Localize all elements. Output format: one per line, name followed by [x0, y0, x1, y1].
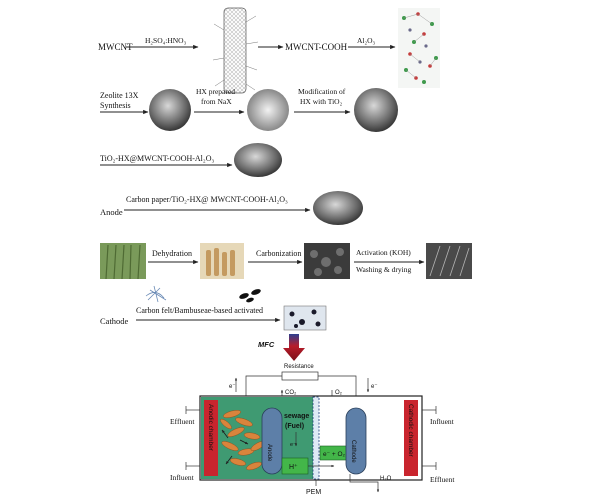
cathode-electrode	[345, 407, 367, 475]
label-synthesis: Synthesis	[100, 101, 131, 110]
label-h2o: H₂O	[380, 476, 392, 482]
label-carbonization: Carbonization	[256, 249, 301, 258]
label-o2: O₂	[335, 390, 343, 396]
label-electron-right: e⁻	[371, 384, 378, 390]
image-hx-sem	[247, 89, 289, 131]
right-pipes: Influent Effluent	[422, 406, 455, 484]
label-mfc: MFC	[258, 340, 275, 349]
row-zeolite: Zeolite 13X Synthesis HX prepared from N…	[100, 87, 398, 132]
label-hx-tio2: HX with TiO₂	[300, 97, 343, 106]
label-effluent-right: Effluent	[430, 475, 455, 484]
carbonized-pieces	[310, 248, 344, 276]
mfc-down-arrow	[283, 334, 305, 361]
row-mwcnt: MWCNT H₂SO₄:HNO₃ MWCNT-COOH Al₂O₃	[98, 7, 440, 94]
bamboo-stalks	[105, 244, 141, 280]
label-resistance: Resistance	[284, 364, 314, 370]
label-zeolite: Zeolite 13X	[100, 91, 139, 100]
activated-carbon-texture	[429, 245, 470, 277]
row-cathode: Carbon felt/Bambuseae-based activated Ca…	[100, 285, 327, 331]
label-sewage: sewage	[284, 413, 309, 420]
image-cathode-electrode	[283, 305, 327, 331]
label-cathodic-chamber: Cathodic chamber	[407, 404, 414, 458]
image-zeolite-sem	[149, 89, 191, 131]
image-anode-sem	[313, 191, 363, 225]
bacteria-biofilm	[220, 410, 266, 471]
resistor	[281, 371, 319, 381]
row-bamboo: Dehydration Carbonization Activation (KO…	[100, 243, 472, 280]
label-anode-electrode: Anode	[266, 444, 272, 462]
label-mwcnt: MWCNT	[98, 42, 133, 52]
dried-bamboo-pieces	[206, 248, 235, 276]
label-cathode: Cathode	[100, 316, 129, 326]
label-acid-mixture: H₂SO₄:HNO₃	[145, 36, 187, 45]
image-crystal-structure	[398, 8, 440, 88]
label-electron-anode: e⁻	[290, 442, 296, 448]
label-modification: Modification of	[298, 87, 346, 96]
label-dehydration: Dehydration	[152, 249, 192, 258]
bacteria-arrows	[221, 429, 249, 465]
left-pipes: Effluent Influent	[170, 406, 200, 482]
image-carbon-felt-fibers	[145, 285, 167, 303]
label-cathode-composite: Carbon felt/Bambuseae-based activated	[136, 306, 263, 315]
label-h-plus: H⁺	[289, 463, 298, 471]
image-nanotube	[212, 7, 259, 94]
label-reaction: e⁻ + O₂	[323, 451, 346, 458]
label-anode-composite: Carbon paper/TiO₂-HX@ MWCNT-COOH-Al₂O₃	[126, 195, 288, 204]
label-washing: Washing & drying	[356, 265, 411, 274]
image-activated-particles	[239, 289, 261, 303]
label-co2: CO₂	[285, 390, 297, 396]
label-anode: Anode	[100, 207, 123, 217]
mfc-section: MFC Resistance e⁻ e⁻ CO₂ O₂ Anodic chamb…	[170, 334, 455, 496]
label-electron-left: e⁻	[229, 384, 236, 390]
anodic-chamber-strip	[204, 400, 218, 476]
label-fuel: (Fuel)	[285, 423, 304, 430]
row-composite: TiO₂-HX@MWCNT-COOH-Al₂O₃	[100, 143, 282, 177]
label-cathode-electrode: Cathode	[350, 440, 356, 463]
anode-electrode	[261, 407, 283, 475]
label-effluent-left: Effluent	[170, 417, 195, 426]
row-anode: Carbon paper/TiO₂-HX@ MWCNT-COOH-Al₂O₃ A…	[100, 191, 363, 225]
pem-membrane	[312, 396, 320, 480]
label-activation: Activation (KOH)	[356, 248, 411, 257]
label-composite: TiO₂-HX@MWCNT-COOH-Al₂O₃	[100, 154, 214, 163]
label-from-nax: from NaX	[201, 97, 232, 106]
label-hx-prepared: HX prepared	[196, 87, 235, 96]
image-tio2-hx-sem	[354, 88, 398, 132]
label-mwcnt-cooh: MWCNT-COOH	[285, 42, 348, 52]
label-alumina: Al₂O₃	[357, 36, 376, 45]
cathodic-chamber-strip	[404, 400, 418, 476]
label-pem: PEM	[306, 489, 321, 496]
label-influent-right: Influent	[430, 417, 455, 426]
cathode-particles	[289, 309, 321, 328]
image-composite-sem	[234, 143, 282, 177]
label-anodic-chamber: Anodic chamber	[207, 404, 214, 452]
label-influent-left: Influent	[170, 473, 195, 482]
